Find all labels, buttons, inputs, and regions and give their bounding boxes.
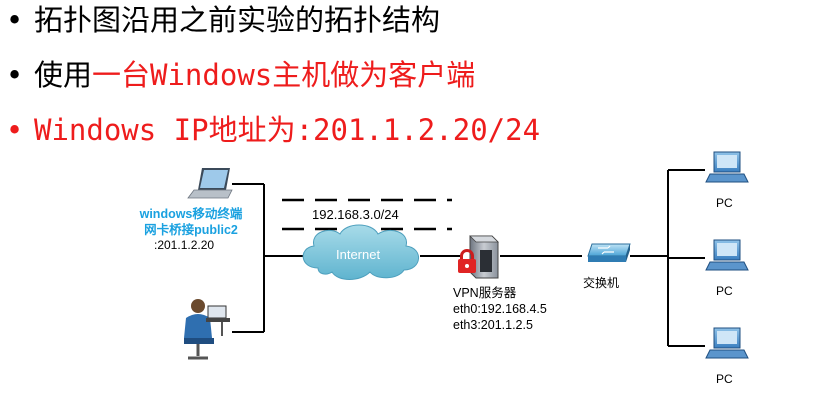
pc-icon [705, 239, 749, 271]
pc-icon [705, 327, 749, 359]
switch-label: 交换机 [583, 276, 620, 290]
switch-icon [587, 243, 631, 262]
bullet-dot: • [6, 3, 24, 37]
pc-label: PC [716, 284, 733, 298]
bullet-dot: • [6, 113, 24, 147]
vpn-server-eth0: eth0:192.168.4.5 [453, 302, 547, 316]
bullet-text-highlight: 一台Windows主机做为客户端 [92, 58, 476, 92]
bullet-text: Windows IP地址为:201.1.2.20/24 [34, 113, 541, 147]
bullet-topology: • 拓扑图沿用之前实验的拓扑结构 [6, 2, 440, 38]
client-ip-label: :201.1.2.20 [154, 238, 215, 252]
connection-lines [232, 169, 705, 347]
internet-cloud-icon [302, 224, 419, 280]
bullet-client: • 使用一台Windows主机做为客户端 [6, 57, 475, 93]
pc-icon [705, 151, 749, 183]
vpn-server-name: VPN服务器 [453, 286, 517, 300]
vpn-server-icon [458, 235, 499, 279]
vpn-server-eth3: eth3:201.1.2.5 [453, 318, 533, 332]
pc-label: PC [716, 372, 733, 386]
client-title-line1: windows移动终端 [139, 207, 243, 221]
pc-label: PC [716, 196, 733, 210]
client-title: windows移动终端 网卡桥接public2 [116, 206, 266, 238]
bullet-text-prefix: 使用 [34, 58, 93, 92]
user-workstation-icon [184, 299, 230, 360]
subnet-label: 192.168.3.0/24 [312, 207, 399, 222]
lock-icon [458, 249, 476, 273]
vpn-server-label: VPN服务器 eth0:192.168.4.5 eth3:201.1.2.5 [453, 285, 547, 333]
bullet-dot: • [6, 58, 24, 92]
internet-label: Internet [336, 247, 381, 262]
bullet-text: 拓扑图沿用之前实验的拓扑结构 [34, 3, 441, 37]
bullet-ip: • Windows IP地址为:201.1.2.20/24 [6, 112, 540, 148]
laptop-icon [187, 168, 233, 199]
client-title-line2: 网卡桥接public2 [144, 223, 238, 237]
